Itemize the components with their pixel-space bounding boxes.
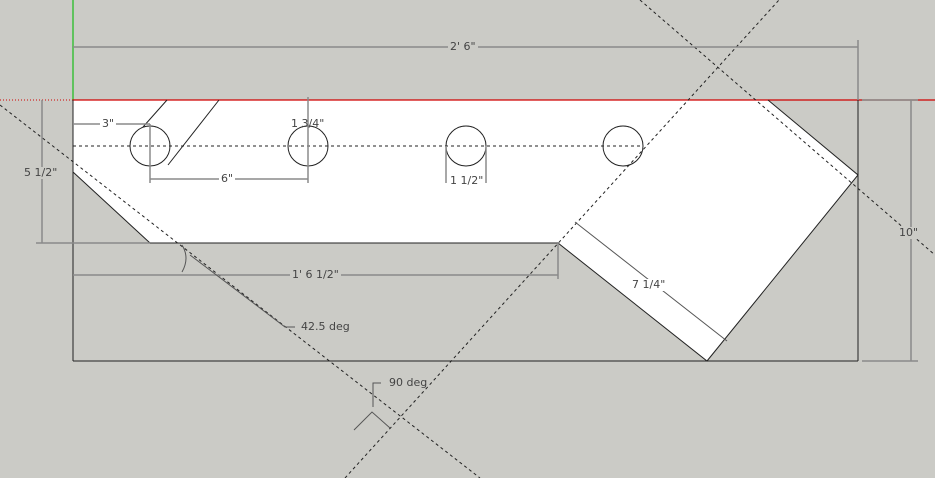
dim-chamfer-angle[interactable]: 42.5 deg [301,320,350,333]
part-face[interactable] [73,100,858,361]
dim-overall-width[interactable]: 2' 6" [448,40,478,53]
dim-left-height[interactable]: 5 1/2" [22,166,60,179]
dim-hole-top[interactable]: 1 3/4" [291,117,325,130]
outline-edges [72,99,859,362]
dim-overall-height[interactable]: 10" [897,226,921,239]
dim-hole-spacing[interactable]: 6" [219,172,236,185]
dim-guide-angle[interactable]: 90 deg [389,376,428,389]
dim-bottom-length[interactable]: 1' 6 1/2" [290,268,341,281]
dim-hole-diameter[interactable]: 1 1/2" [448,174,486,187]
dim-diagonal-length[interactable]: 7 1/4" [630,278,668,291]
dim-hole-offset[interactable]: 3" [100,117,117,130]
